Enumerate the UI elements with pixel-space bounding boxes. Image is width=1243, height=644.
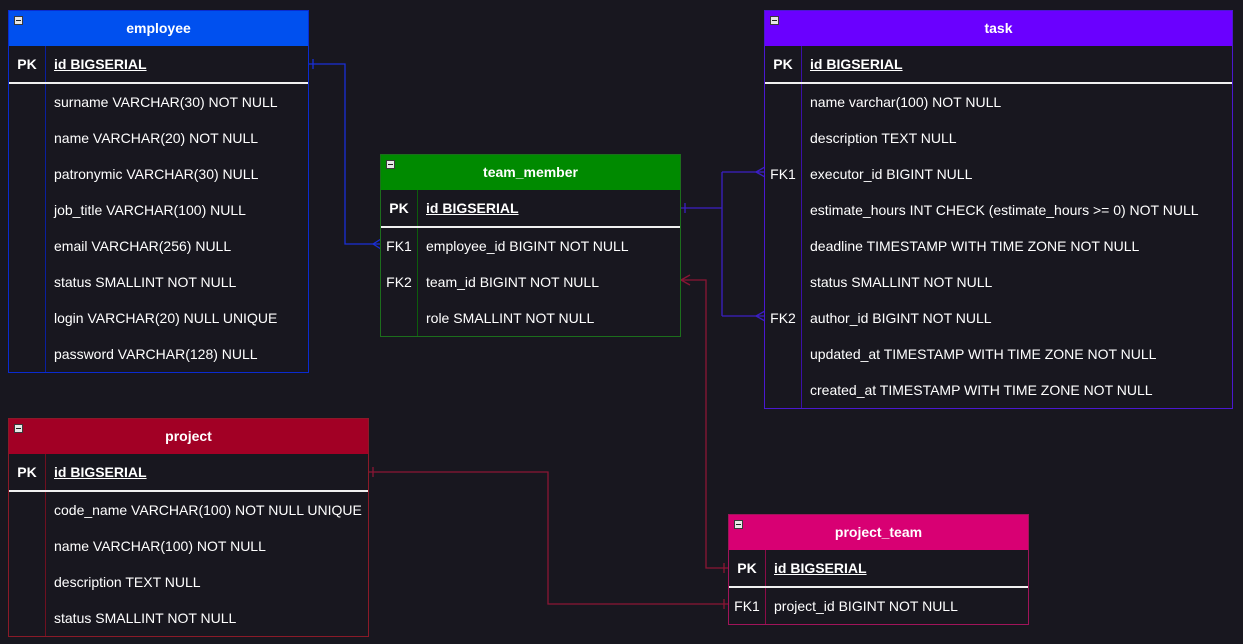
field-row[interactable]: FK1 employee_id BIGINT NOT NULL	[381, 228, 680, 264]
field-label: status SMALLINT NOT NULL	[54, 274, 237, 290]
field-row[interactable]: description TEXT NULL	[765, 120, 1232, 156]
field-label: id BIGSERIAL	[810, 56, 903, 72]
entity-title: project	[165, 428, 212, 444]
field-label: deadline TIMESTAMP WITH TIME ZONE NOT NU…	[810, 238, 1140, 254]
field-row[interactable]: description TEXT NULL	[9, 564, 368, 600]
field-label: name varchar(100) NOT NULL	[810, 94, 1002, 110]
entity-title: employee	[126, 20, 191, 36]
field-row[interactable]: patronymic VARCHAR(30) NULL	[9, 156, 308, 192]
field-row[interactable]: status SMALLINT NOT NULL	[765, 264, 1232, 300]
minus-box-icon[interactable]	[14, 16, 23, 25]
field-row[interactable]: role SMALLINT NOT NULL	[381, 300, 680, 336]
entity-header[interactable]: project_team	[729, 515, 1028, 550]
primary-key-row[interactable]: PK id BIGSERIAL	[765, 46, 1232, 84]
entity-title: project_team	[834, 524, 923, 540]
field-row[interactable]: status SMALLINT NOT NULL	[9, 600, 368, 636]
primary-key-row[interactable]: PK id BIGSERIAL	[729, 550, 1028, 588]
field-label: team_id BIGINT NOT NULL	[426, 274, 599, 290]
field-label: id BIGSERIAL	[54, 56, 147, 72]
field-row[interactable]: updated_at TIMESTAMP WITH TIME ZONE NOT …	[765, 336, 1232, 372]
connector-employee-team-member	[309, 59, 382, 250]
field-row[interactable]: FK1 executor_id BIGINT NULL	[765, 156, 1232, 192]
connector-project-project-team	[369, 467, 729, 609]
entity-header[interactable]: project	[9, 419, 368, 454]
field-row[interactable]: created_at TIMESTAMP WITH TIME ZONE NOT …	[765, 372, 1232, 408]
field-label: login VARCHAR(20) NULL UNIQUE	[54, 310, 278, 326]
column-divider	[45, 46, 46, 372]
entity-title: task	[984, 20, 1013, 36]
field-label: executor_id BIGINT NULL	[810, 166, 973, 182]
field-label: password VARCHAR(128) NULL	[54, 346, 258, 362]
column-divider	[45, 454, 46, 636]
entity-header[interactable]: task	[765, 11, 1232, 46]
field-row[interactable]: login VARCHAR(20) NULL UNIQUE	[9, 300, 308, 336]
field-label: employee_id BIGINT NOT NULL	[426, 238, 629, 254]
field-label: patronymic VARCHAR(30) NULL	[54, 166, 259, 182]
field-row[interactable]: FK1 project_id BIGINT NOT NULL	[729, 588, 1028, 624]
field-row[interactable]: name VARCHAR(20) NOT NULL	[9, 120, 308, 156]
field-row[interactable]: status SMALLINT NOT NULL	[9, 264, 308, 300]
key-label: FK1	[770, 166, 796, 182]
key-label: PK	[773, 56, 793, 72]
key-label: FK2	[770, 310, 796, 326]
field-row[interactable]: FK2 author_id BIGINT NOT NULL	[765, 300, 1232, 336]
column-divider	[801, 46, 802, 408]
field-label: description TEXT NULL	[54, 574, 201, 590]
key-label: FK2	[386, 274, 412, 290]
entity-header[interactable]: employee	[9, 11, 308, 46]
minus-box-icon[interactable]	[386, 160, 395, 169]
entity-title: team_member	[483, 164, 578, 180]
minus-box-icon[interactable]	[770, 16, 779, 25]
field-label: status SMALLINT NOT NULL	[810, 274, 993, 290]
field-label: created_at TIMESTAMP WITH TIME ZONE NOT …	[810, 382, 1153, 398]
field-label: name VARCHAR(100) NOT NULL	[54, 538, 266, 554]
key-label: PK	[17, 56, 37, 72]
key-label: FK1	[734, 598, 760, 614]
minus-box-icon[interactable]	[734, 520, 743, 529]
field-label: name VARCHAR(20) NOT NULL	[54, 130, 259, 146]
connector-team-member-task	[681, 166, 766, 322]
field-row[interactable]: FK2 team_id BIGINT NOT NULL	[381, 264, 680, 300]
field-label: email VARCHAR(256) NULL	[54, 238, 232, 254]
minus-box-icon[interactable]	[14, 424, 23, 433]
field-label: role SMALLINT NOT NULL	[426, 310, 595, 326]
field-label: status SMALLINT NOT NULL	[54, 610, 237, 626]
field-label: description TEXT NULL	[810, 130, 957, 146]
field-row[interactable]: deadline TIMESTAMP WITH TIME ZONE NOT NU…	[765, 228, 1232, 264]
entity-header[interactable]: team_member	[381, 155, 680, 190]
field-label: estimate_hours INT CHECK (estimate_hours…	[810, 202, 1199, 218]
primary-key-row[interactable]: PK id BIGSERIAL	[9, 46, 308, 84]
field-row[interactable]: name varchar(100) NOT NULL	[765, 84, 1232, 120]
field-row[interactable]: password VARCHAR(128) NULL	[9, 336, 308, 372]
field-row[interactable]: job_title VARCHAR(100) NULL	[9, 192, 308, 228]
field-label: job_title VARCHAR(100) NULL	[54, 202, 246, 218]
field-label: surname VARCHAR(30) NOT NULL	[54, 94, 278, 110]
field-label: id BIGSERIAL	[54, 464, 147, 480]
field-row[interactable]: name VARCHAR(100) NOT NULL	[9, 528, 368, 564]
field-label: project_id BIGINT NOT NULL	[774, 598, 958, 614]
key-label: FK1	[386, 238, 412, 254]
key-label: PK	[737, 560, 757, 576]
field-label: code_name VARCHAR(100) NOT NULL UNIQUE	[54, 502, 362, 518]
field-label: updated_at TIMESTAMP WITH TIME ZONE NOT …	[810, 346, 1157, 362]
field-label: id BIGSERIAL	[426, 200, 519, 216]
field-label: id BIGSERIAL	[774, 560, 867, 576]
column-divider	[417, 190, 418, 336]
primary-key-row[interactable]: PK id BIGSERIAL	[381, 190, 680, 228]
field-row[interactable]: estimate_hours INT CHECK (estimate_hours…	[765, 192, 1232, 228]
connector-project-team-team-member	[680, 274, 729, 573]
field-label: author_id BIGINT NOT NULL	[810, 310, 992, 326]
primary-key-row[interactable]: PK id BIGSERIAL	[9, 454, 368, 492]
field-row[interactable]: code_name VARCHAR(100) NOT NULL UNIQUE	[9, 492, 368, 528]
key-label: PK	[389, 200, 409, 216]
field-row[interactable]: surname VARCHAR(30) NOT NULL	[9, 84, 308, 120]
field-row[interactable]: email VARCHAR(256) NULL	[9, 228, 308, 264]
key-label: PK	[17, 464, 37, 480]
